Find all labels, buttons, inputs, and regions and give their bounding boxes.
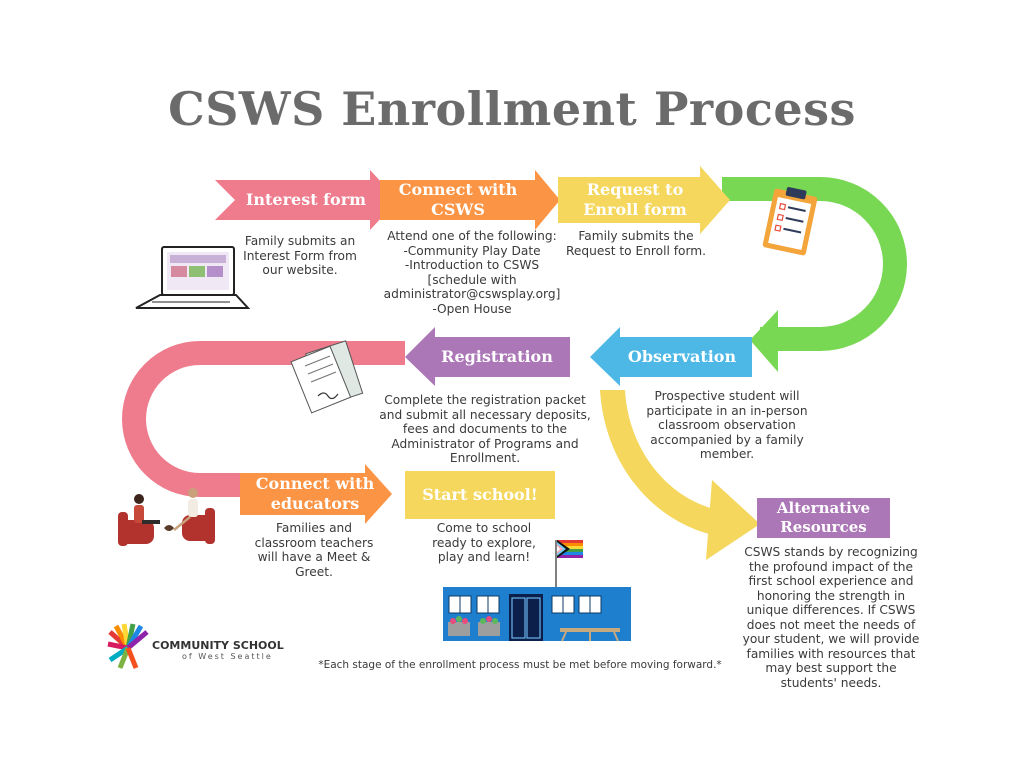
desc-connect-line: administrator@cswsplay.org] xyxy=(383,287,561,301)
school-building-icon xyxy=(443,587,631,642)
arrow-observation xyxy=(590,327,752,386)
school-logo: COMMUNITY SCHOOL of West Seattle xyxy=(152,639,284,661)
desc-request-enroll: Family submits the Request to Enroll for… xyxy=(565,229,707,258)
logo-line2: of West Seattle xyxy=(182,652,273,661)
logo-line1: COMMUNITY SCHOOL xyxy=(152,639,284,652)
pride-flag-icon xyxy=(555,540,583,588)
label-start-school: Start school! xyxy=(422,485,538,504)
label-connect-csws-line2: CSWS xyxy=(431,200,485,219)
arrow-connect-educators xyxy=(240,464,392,524)
box-start-school xyxy=(405,471,555,519)
desc-connect-educators: Families and classroom teachers will hav… xyxy=(254,521,374,579)
label-alternative-resources: Alternative Resources xyxy=(757,498,890,538)
label-connect-csws: Connect with CSWS xyxy=(383,178,533,222)
desc-registration: Complete the registration packet and sub… xyxy=(379,393,591,465)
meeting-people-icon xyxy=(118,488,215,546)
label-connect-csws-line1: Connect with xyxy=(398,180,518,199)
green-u-turn-head xyxy=(750,310,778,372)
desc-alternative-resources: CSWS stands by recognizing the profound … xyxy=(742,545,920,690)
label-connect-educators: Connect with educators xyxy=(245,474,385,514)
pink-u-turn xyxy=(122,341,405,497)
desc-connect-line: Attend one of the following: xyxy=(387,229,557,243)
laptop-icon xyxy=(135,246,251,309)
label-educators-line2: educators xyxy=(270,494,360,513)
desc-connect-line: -Introduction to CSWS xyxy=(404,258,540,272)
label-request-line1: Request to xyxy=(586,180,684,199)
label-registration: Registration xyxy=(441,347,553,366)
label-interest-form: Interest form xyxy=(245,190,367,209)
desc-observation: Prospective student will participate in … xyxy=(646,389,808,461)
label-educators-line1: Connect with xyxy=(255,474,375,493)
footnote: *Each stage of the enrollment process mu… xyxy=(318,659,722,671)
label-alternative-line1: Alternative xyxy=(776,499,871,517)
green-u-turn xyxy=(722,177,907,351)
desc-interest-form: Family submits an Interest Form from our… xyxy=(243,234,357,277)
arrow-request xyxy=(558,166,730,234)
box-alternative xyxy=(757,498,890,538)
desc-connect-line: -Community Play Date xyxy=(403,243,541,258)
documents-icon xyxy=(290,340,364,414)
arrow-interest xyxy=(215,170,398,230)
desc-connect-line: -Open House xyxy=(432,301,512,316)
label-request-line2: Enroll form xyxy=(583,200,687,219)
label-alternative-line2: Resources xyxy=(780,518,867,536)
label-observation: Observation xyxy=(627,347,737,366)
desc-connect-line: [schedule with xyxy=(427,272,517,287)
arrow-connect-csws xyxy=(380,170,560,230)
desc-start-school: Come to school ready to explore, play an… xyxy=(432,521,536,564)
logo-icon xyxy=(107,623,149,669)
page-title: CSWS Enrollment Process xyxy=(168,82,856,136)
label-request-enroll: Request to Enroll form xyxy=(560,177,710,223)
desc-connect-csws: Attend one of the following: -Community … xyxy=(377,229,567,316)
yellow-branch-head xyxy=(706,480,760,560)
arrow-registration xyxy=(405,327,570,386)
clipboard-icon xyxy=(762,187,818,256)
